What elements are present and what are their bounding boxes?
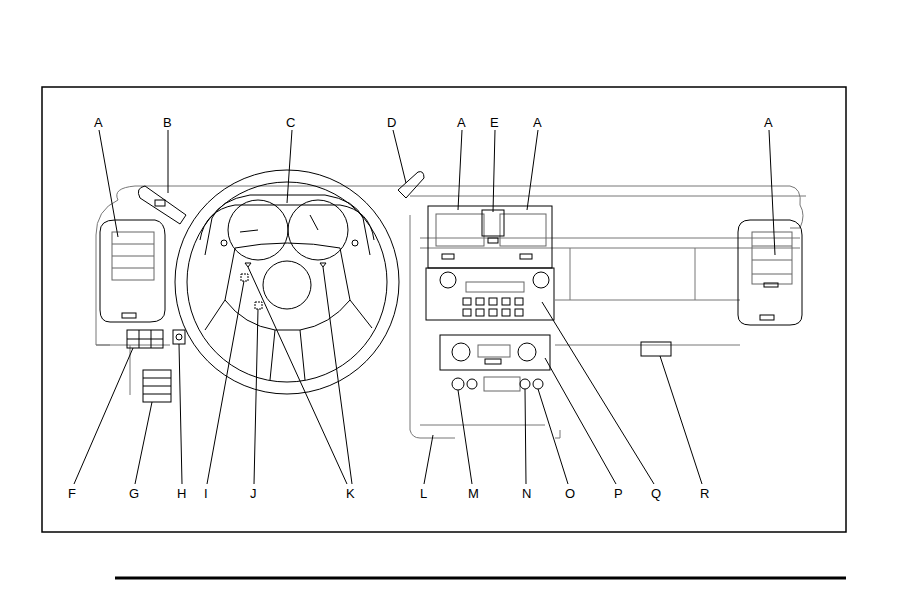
callout-letter: L [419, 486, 428, 501]
callout-letter: M [467, 486, 480, 501]
callout-letter: O [564, 486, 576, 501]
dash-outline [96, 186, 806, 438]
air-vents [100, 206, 802, 325]
callout-letter: I [203, 486, 209, 501]
center-display [482, 210, 504, 243]
wheel-buttons [241, 263, 326, 309]
stalks-and-switches [127, 172, 671, 402]
callout-letter: A [532, 115, 543, 130]
audio-system [426, 268, 554, 320]
callout-letter: R [699, 486, 710, 501]
callout-letter: D [386, 115, 397, 130]
rule [115, 577, 846, 580]
callout-letter: C [285, 115, 296, 130]
climate-controls [440, 335, 550, 391]
frame [42, 87, 846, 532]
callout-letter: A [93, 115, 104, 130]
callout-letter: A [763, 115, 774, 130]
callout-letter: H [176, 486, 187, 501]
instrument-cluster [205, 195, 370, 260]
leader-lines [74, 130, 775, 484]
callout-letter: P [613, 486, 624, 501]
callout-letter: N [521, 486, 532, 501]
callout-letter: J [249, 486, 258, 501]
callout-letter: A [456, 115, 467, 130]
callout-letter: Q [650, 486, 662, 501]
callout-letter: F [67, 486, 77, 501]
callout-letter: G [128, 486, 140, 501]
callout-letter: B [162, 115, 173, 130]
steering-wheel [175, 170, 399, 394]
callout-letter: E [489, 115, 500, 130]
callout-letter: K [345, 486, 356, 501]
